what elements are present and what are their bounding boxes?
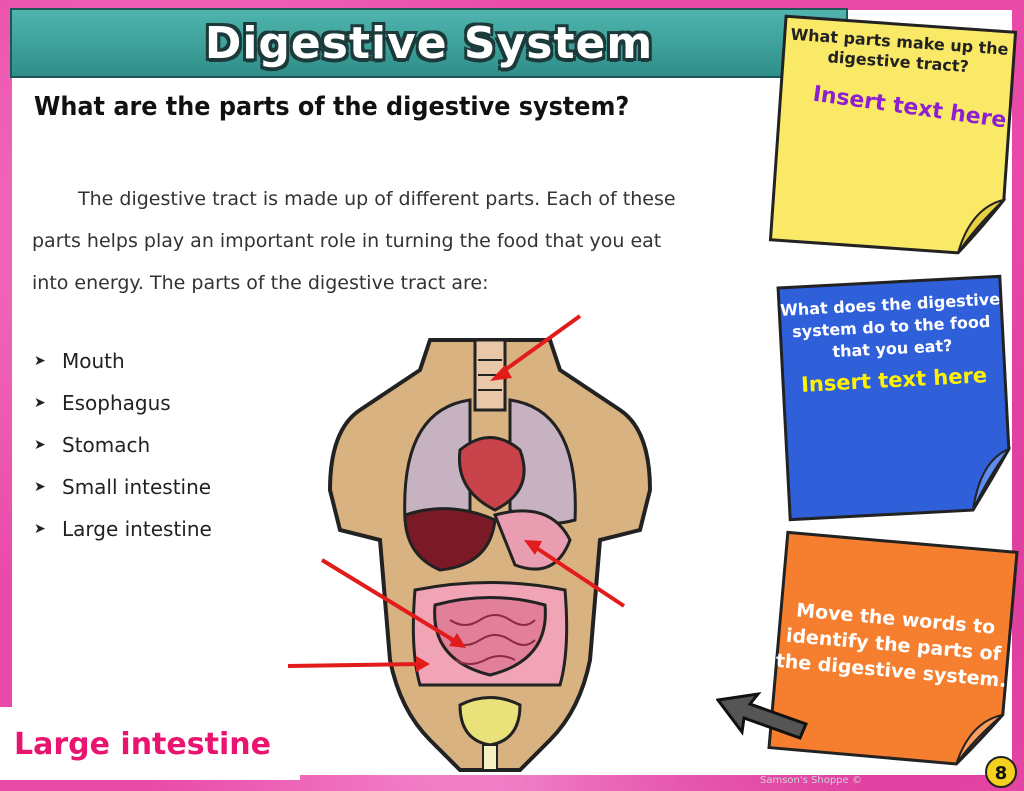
sticky-note-shape — [767, 530, 1019, 766]
sticky-note-shape — [776, 274, 1012, 522]
liver — [403, 507, 497, 572]
stomach — [492, 509, 572, 571]
pointer-arrow-esophagus[interactable] — [490, 314, 582, 381]
sticky-note-orange: Move the words to identify the parts of … — [767, 530, 1019, 770]
list-item: ➤Large intestine — [34, 508, 212, 550]
draggable-word-box[interactable] — [0, 707, 300, 780]
bladder — [458, 696, 522, 771]
pointer-arrow-small-intestine[interactable] — [320, 558, 466, 648]
arrowhead-bullet-icon: ➤ — [34, 479, 46, 495]
note-question: What does the digestive system do to the… — [779, 289, 1001, 362]
arrowhead-bullet-icon: ➤ — [34, 521, 46, 537]
list-item: ➤Esophagus — [34, 382, 212, 424]
paragraph-line-2: parts helps play an important role in tu… — [32, 230, 662, 252]
arrowhead-bullet-icon: ➤ — [34, 395, 46, 411]
intro-paragraph: The digestive tract is made up of differ… — [32, 178, 752, 304]
arrowhead-bullet-icon: ➤ — [34, 353, 46, 369]
list-item: ➤Small intestine — [34, 466, 212, 508]
direction-arrow-icon — [716, 691, 808, 740]
arrowhead-bullet-icon: ➤ — [34, 437, 46, 453]
page-title: Digestive System — [204, 17, 654, 69]
small-intestine — [433, 596, 547, 677]
sticky-note-shape — [768, 14, 1018, 255]
draggable-word-large-intestine[interactable]: Large intestine — [14, 727, 271, 762]
sticky-note-yellow: What parts make up the digestive tract? … — [768, 14, 1018, 258]
paragraph-line-3: into energy. The parts of the digestive … — [32, 272, 489, 294]
heart — [457, 436, 526, 512]
watermark: Samson's Shoppe © — [760, 775, 862, 786]
title-banner: Digestive System — [10, 8, 848, 78]
parts-list: ➤Mouth ➤Esophagus ➤Stomach ➤Small intest… — [34, 340, 212, 550]
list-item: ➤Stomach — [34, 424, 212, 466]
question-heading: What are the parts of the digestive syst… — [34, 92, 630, 122]
pointer-arrow-large-intestine[interactable] — [287, 656, 430, 672]
list-item: ➤Mouth — [34, 340, 212, 382]
pointer-arrow-stomach[interactable] — [524, 540, 626, 608]
paragraph-line-1: The digestive tract is made up of differ… — [78, 188, 676, 210]
sticky-note-blue: What does the digestive system do to the… — [776, 274, 1014, 522]
page-number-badge: 8 — [985, 756, 1017, 788]
